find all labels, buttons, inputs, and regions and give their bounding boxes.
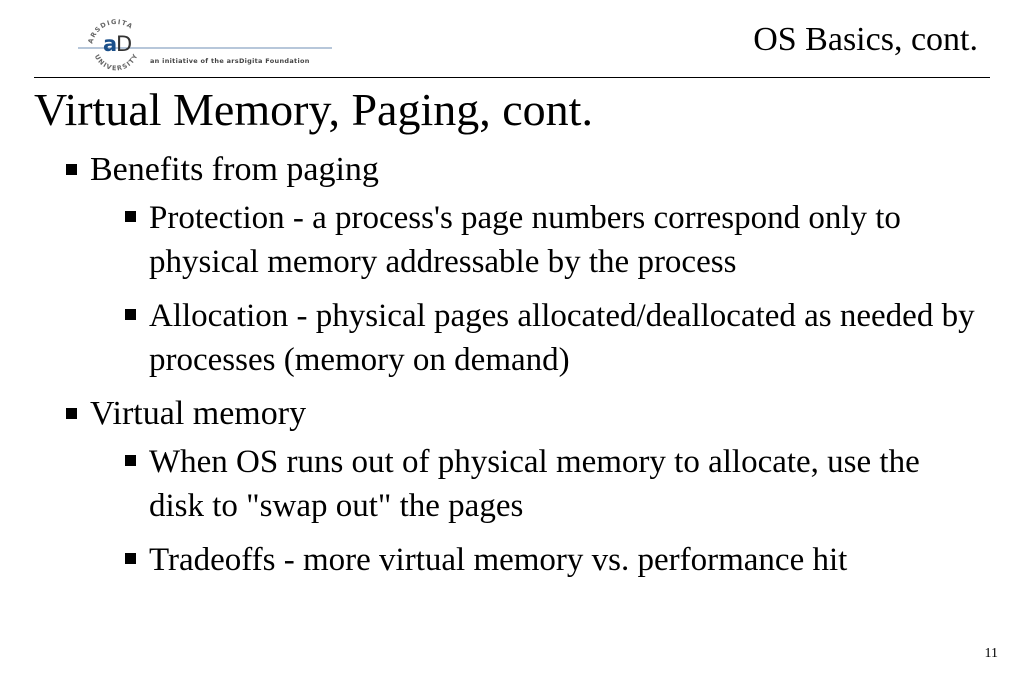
- arsdigita-logo: ARSDIGITA UNIVERSITY a D an initiative o…: [70, 8, 340, 72]
- header-title: OS Basics, cont.: [753, 21, 978, 58]
- bullet-text: Virtual memory: [90, 395, 307, 432]
- square-bullet-icon: [125, 455, 136, 466]
- bullet-list: Benefits from paging Protection - a proc…: [0, 148, 1024, 586]
- square-bullet-icon: [125, 211, 136, 222]
- sub-bullet-text: Allocation - physical pages allocated/de…: [149, 298, 975, 378]
- sub-bullet-swap-out: When OS runs out of physical memory to a…: [0, 440, 979, 528]
- bullet-text: Benefits from paging: [90, 151, 379, 188]
- bullet-benefits-from-paging: Benefits from paging: [0, 148, 980, 192]
- slide-title: Virtual Memory, Paging, cont.: [34, 84, 593, 135]
- square-bullet-icon: [125, 309, 136, 320]
- bullet-virtual-memory: Virtual memory: [0, 392, 980, 436]
- sub-bullet-tradeoffs: Tradeoffs - more virtual memory vs. perf…: [0, 538, 979, 582]
- arsdigita-emblem-icon: ARSDIGITA UNIVERSITY a D: [78, 18, 332, 72]
- sub-bullet-text: When OS runs out of physical memory to a…: [149, 444, 920, 524]
- sub-bullet-allocation: Allocation - physical pages allocated/de…: [0, 294, 979, 382]
- logo-mark-d: D: [116, 32, 132, 56]
- square-bullet-icon: [66, 408, 77, 419]
- sub-bullet-text: Tradeoffs - more virtual memory vs. perf…: [149, 542, 848, 578]
- header-divider: [34, 77, 990, 78]
- sub-bullet-protection: Protection - a process's page numbers co…: [0, 196, 979, 284]
- square-bullet-icon: [66, 164, 77, 175]
- logo-mark-a: a: [103, 32, 117, 56]
- logo-tagline: an initiative of the arsDigita Foundatio…: [150, 57, 310, 65]
- square-bullet-icon: [125, 553, 136, 564]
- page-number: 11: [984, 646, 998, 661]
- sub-bullet-text: Protection - a process's page numbers co…: [149, 200, 901, 280]
